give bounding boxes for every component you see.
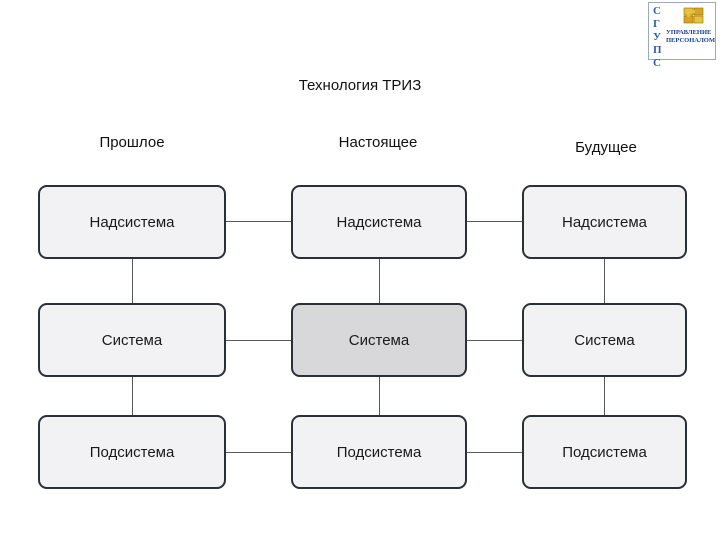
node-past-system: Система: [38, 303, 226, 377]
connector-row2-a: [225, 340, 292, 341]
node-future-supersystem: Надсистема: [522, 185, 687, 259]
connector-col2-a: [379, 258, 380, 304]
node-present-supersystem: Надсистема: [291, 185, 467, 259]
connector-col1-b: [132, 376, 133, 416]
column-header-future: Будущее: [575, 139, 637, 156]
node-past-supersystem: Надсистема: [38, 185, 226, 259]
connector-col1-a: [132, 258, 133, 304]
connector-row1-b: [466, 221, 523, 222]
connector-row3-b: [466, 452, 523, 453]
node-present-subsystem: Подсистема: [291, 415, 467, 489]
connector-col3-b: [604, 376, 605, 416]
column-header-past: Прошлое: [99, 134, 165, 151]
node-future-subsystem: Подсистема: [522, 415, 687, 489]
node-past-subsystem: Подсистема: [38, 415, 226, 489]
node-present-system: Система: [291, 303, 467, 377]
diagram-title: Технология ТРИЗ: [298, 77, 422, 94]
connector-row1-a: [225, 221, 292, 222]
logo-text: УПРАВЛЕНИЕ ПЕРСОНАЛОМ: [666, 29, 715, 44]
logo-letters: С Г У П С: [653, 5, 662, 69]
connector-row2-b: [466, 340, 523, 341]
connector-col3-a: [604, 258, 605, 304]
connector-row3-a: [225, 452, 292, 453]
puzzle-icon: [683, 7, 704, 24]
logo: С Г У П С УПРАВЛЕНИЕ ПЕРСОНАЛОМ: [648, 2, 716, 69]
node-future-system: Система: [522, 303, 687, 377]
connector-col2-b: [379, 376, 380, 416]
column-header-present: Настоящее: [338, 134, 418, 151]
